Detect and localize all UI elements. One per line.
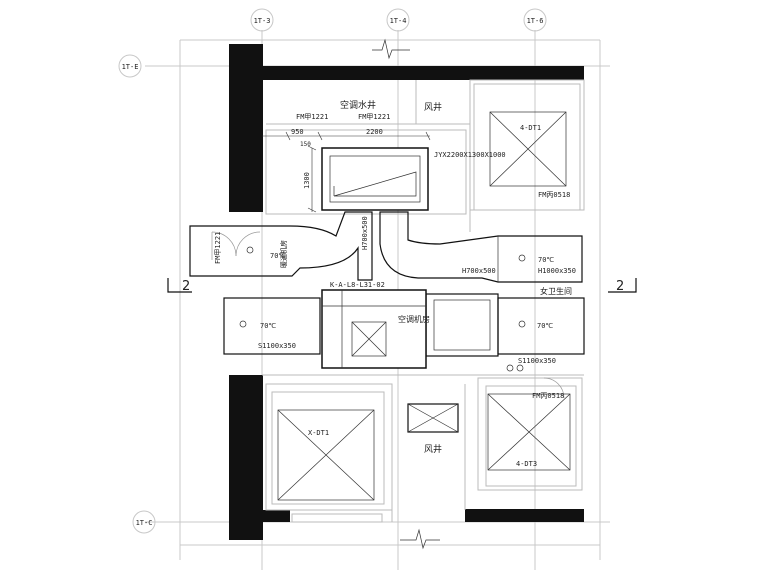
label-duct-r2: H1000x350: [538, 267, 576, 275]
label-size-left: S1100x350: [258, 342, 296, 350]
label-fm-br: FM丙0518: [532, 392, 564, 400]
air-shaft-box: [407, 403, 459, 433]
elevator-box-bl: [277, 409, 375, 501]
duct-horizontal: [223, 289, 585, 369]
label-dim-950: 950: [291, 128, 304, 136]
label-elevator-bl: X-DT1: [308, 429, 329, 437]
equipment-unit: [321, 147, 429, 211]
svg-text:1T-E: 1T-E: [122, 63, 139, 71]
label-duct-r1: H700x500: [462, 267, 496, 275]
break-mark-bottom: [400, 528, 440, 550]
axis-bubble-1T-6: 1T-6: [523, 8, 547, 32]
svg-text:2: 2: [182, 279, 190, 294]
section-mark-right: 2: [608, 278, 637, 294]
label-temp-left-up: 70℃: [270, 252, 286, 260]
label-elevator-br: 4-DT3: [516, 460, 537, 468]
dampers: [239, 246, 526, 372]
label-side-left: 暖通机房: [279, 240, 288, 268]
walls: [229, 44, 584, 540]
label-temp-right: 70℃: [537, 322, 553, 330]
label-temp-r1: 70℃: [538, 256, 554, 264]
axis-bubble-1T-4: 1T-4: [386, 8, 410, 32]
svg-text:1T-4: 1T-4: [390, 17, 407, 25]
label-air-shaft-top: 风井: [424, 101, 442, 113]
section-mark-left: 2: [167, 278, 192, 294]
label-dim-150: 150: [300, 141, 311, 148]
label-equipment: JYX2200X1300X1000: [434, 151, 506, 159]
elevator-box-tr: [489, 111, 567, 187]
label-tag-ahu: K-A-L8-L31-02: [330, 281, 385, 289]
label-dim-2200: 2200: [366, 128, 383, 136]
axis-bubble-1T-E: 1T-E: [118, 54, 142, 78]
label-fm-tr: FM丙0518: [538, 191, 570, 199]
label-fm-left: FM甲1221: [296, 113, 328, 121]
label-size-right: S1100x350: [518, 357, 556, 365]
axis-bubble-1T-C: 1T-C: [132, 510, 156, 534]
axis-bubble-1T-3: 1T-3: [250, 8, 274, 32]
dimension-lines: [262, 131, 431, 213]
door-swings: [211, 231, 565, 399]
label-ahu-room: 空调机房: [398, 314, 430, 324]
room-outlines: [262, 79, 585, 523]
label-elevator-tr: 4-DT1: [520, 124, 541, 132]
label-air-shaft-bot: 风井: [424, 443, 442, 455]
label-shaft-top: 空调水井: [340, 99, 376, 111]
label-fm-right: FM甲1221: [358, 113, 390, 121]
svg-text:1T-C: 1T-C: [136, 519, 153, 527]
elevator-box-br: [487, 393, 571, 471]
label-temp-left: 70℃: [260, 322, 276, 330]
label-restroom: 女卫生间: [540, 286, 572, 296]
label-dim-1300: 1300: [303, 172, 311, 189]
duct-vertical: [189, 211, 583, 283]
text-labels: 空调水井 FM甲1221 FM甲1221 风井 950 2200 150 130…: [214, 99, 576, 468]
break-mark-top: [372, 38, 410, 60]
label-duct-v: H700x500: [361, 216, 369, 250]
svg-text:1T-6: 1T-6: [527, 17, 544, 25]
svg-text:2: 2: [616, 279, 624, 294]
svg-text:1T-3: 1T-3: [254, 17, 271, 25]
label-door-left: FM甲1221: [214, 232, 222, 264]
